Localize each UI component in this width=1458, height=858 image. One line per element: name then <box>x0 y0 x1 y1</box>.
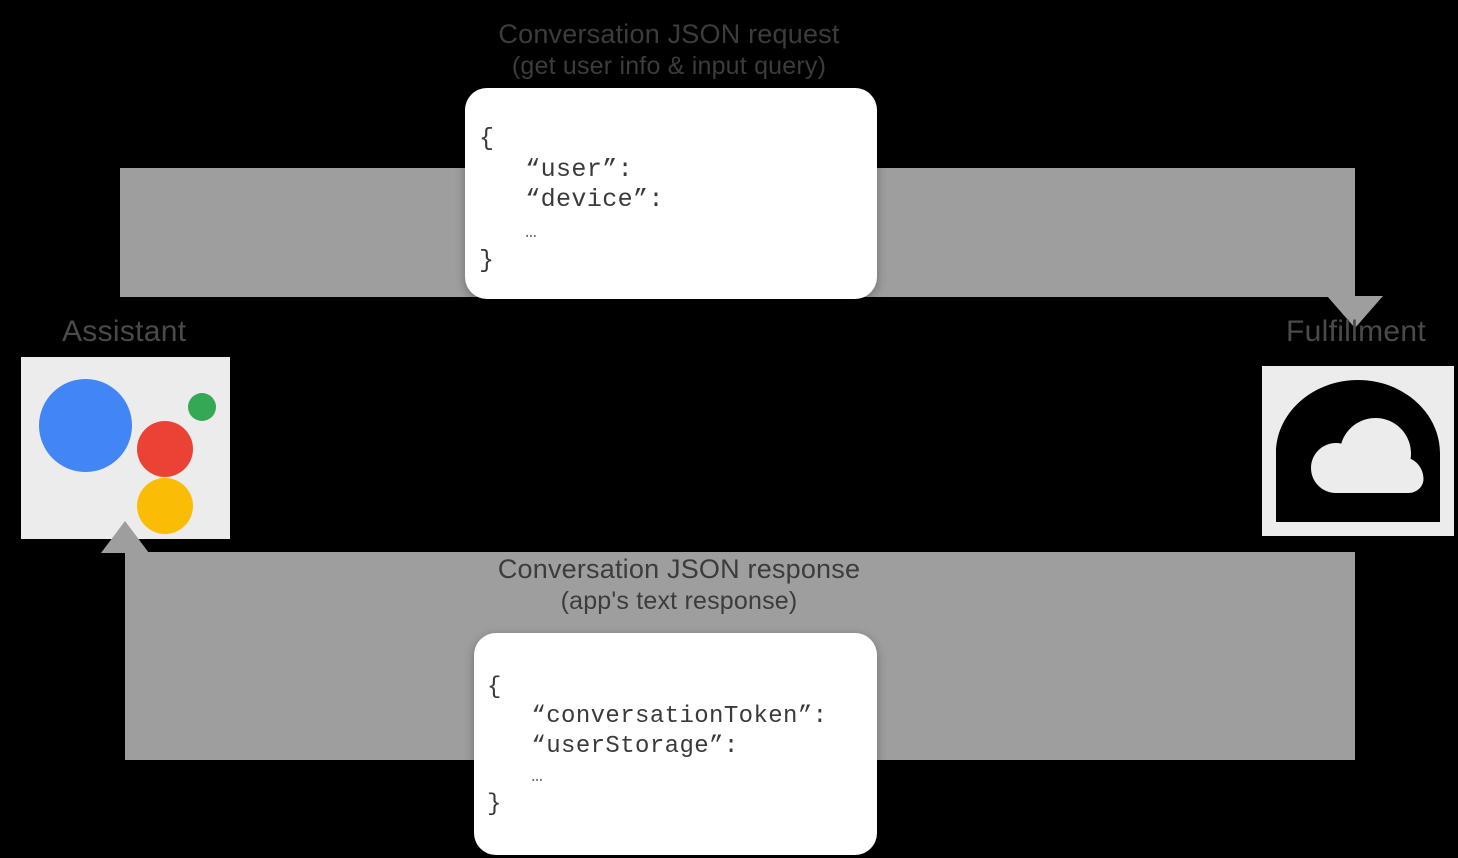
request-json-card: { “user”: “device”: … } <box>465 88 877 299</box>
response-label-line1: Conversation JSON response <box>497 554 861 584</box>
cloud-icon <box>1276 380 1440 522</box>
response-json-ellipsis: … <box>531 764 544 787</box>
request-json-open-brace: { <box>479 124 495 153</box>
google-assistant-dot-red <box>137 421 193 477</box>
google-assistant-icon <box>39 379 132 472</box>
request-label-line1: Conversation JSON request <box>498 19 840 49</box>
request-label-line2: (get user info & input query) <box>511 51 827 80</box>
request-json-close-brace: } <box>479 246 495 275</box>
request-json-code: { “user”: “device”: … } <box>465 88 877 277</box>
request-json-ellipsis: … <box>525 220 538 243</box>
google-assistant-dot-green <box>188 393 216 421</box>
response-json-open-brace: { <box>487 674 502 701</box>
request-arrowhead-icon <box>1327 296 1383 328</box>
fulfillment-tile[interactable] <box>1262 366 1454 536</box>
request-flow-label: Conversation JSON request (get user info… <box>329 18 1009 81</box>
response-json-close-brace: } <box>487 791 502 819</box>
assistant-label: Assistant <box>62 315 187 348</box>
request-json-line-0: “user”: <box>525 154 634 184</box>
response-json-line-1: “userStorage”: <box>531 732 739 760</box>
request-json-line-1: “device”: <box>525 185 664 214</box>
response-label-line2: (app's text response) <box>560 586 798 615</box>
response-json-line-0: “conversationToken”: <box>531 703 828 731</box>
response-json-card: { “conversationToken”: “userStorage”: … … <box>474 633 877 855</box>
fulfillment-label: Fulfillment <box>1286 315 1426 348</box>
assistant-tile[interactable] <box>21 357 230 539</box>
response-json-code: { “conversationToken”: “userStorage”: … … <box>474 633 877 819</box>
response-flow-label: Conversation JSON response (app's text r… <box>339 553 1019 616</box>
response-arrowhead-icon <box>101 521 149 553</box>
